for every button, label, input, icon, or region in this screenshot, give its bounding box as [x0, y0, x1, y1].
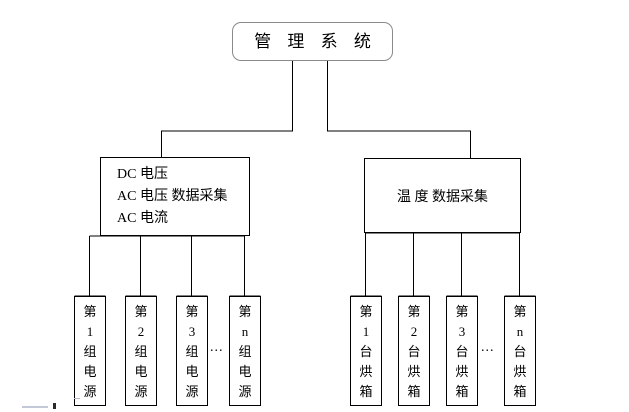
node-oven-1[interactable]: 第1台烘箱	[350, 296, 382, 406]
node-management-system[interactable]: 管 理 系 统	[232, 22, 393, 61]
oven-ellipsis: ...	[481, 340, 495, 355]
node-oven-2-label: 第2台烘箱	[407, 304, 421, 399]
wire-left-spine	[160, 130, 293, 157]
node-line-ac-current: AC 电流	[117, 210, 168, 226]
node-temperature-acquisition-label: 温 度 数据采集	[397, 189, 488, 205]
node-power-supply-1[interactable]: 第1组电源	[74, 296, 106, 406]
node-temperature-acquisition[interactable]: 温 度 数据采集	[364, 158, 521, 233]
node-oven-n[interactable]: 第n台烘箱	[504, 296, 536, 406]
node-power-supply-1-label: 第1组电源	[83, 304, 97, 399]
node-power-supply-2-label: 第2组电源	[134, 304, 148, 399]
node-line-ac-voltage-acquisition: AC 电压 数据采集	[117, 188, 228, 204]
node-power-supply-n[interactable]: 第n组电源	[229, 296, 261, 406]
node-voltage-current-acquisition[interactable]: DC 电压 AC 电压 数据采集 AC 电流	[100, 157, 250, 236]
wire-right-spine	[327, 130, 472, 158]
node-line-dc-voltage: DC 电压	[117, 166, 168, 182]
node-oven-2[interactable]: 第2台烘箱	[398, 296, 430, 406]
node-power-supply-3-label: 第3组电源	[185, 304, 199, 399]
bottom-edge-artifact-tick	[53, 403, 56, 409]
node-management-system-label: 管 理 系 统	[254, 32, 377, 51]
bottom-edge-artifact-bar	[22, 406, 48, 408]
node-oven-3-label: 第3台烘箱	[455, 304, 469, 399]
node-power-supply-2[interactable]: 第2组电源	[125, 296, 157, 406]
node-power-supply-n-label: 第n组电源	[238, 304, 252, 399]
node-oven-3[interactable]: 第3台烘箱	[446, 296, 478, 406]
power-supply-ellipsis: ...	[210, 340, 224, 355]
node-voltage-current-acquisition-label: DC 电压 AC 电压 数据采集 AC 电流	[117, 164, 227, 230]
bottom-edge-artifact-line	[74, 398, 80, 399]
node-power-supply-3[interactable]: 第3组电源	[176, 296, 208, 406]
node-oven-1-label: 第1台烘箱	[359, 304, 373, 399]
node-oven-n-label: 第n台烘箱	[513, 304, 527, 399]
